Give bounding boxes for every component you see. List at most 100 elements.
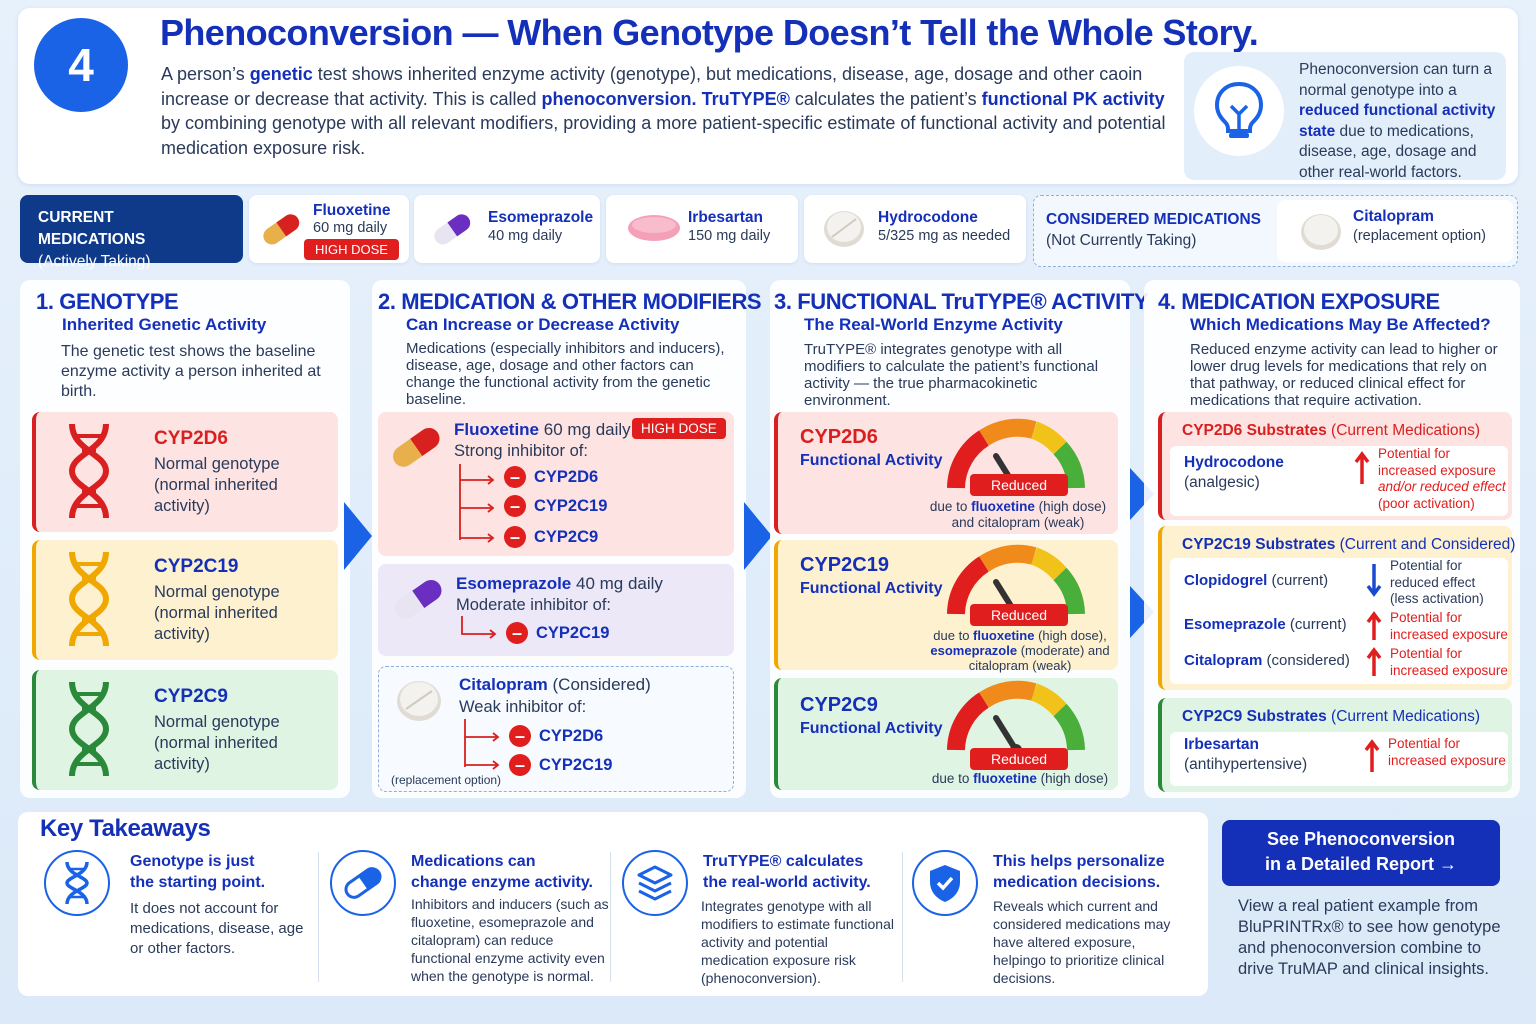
page-title: Phenoconversion — When Genotype Doesn’t … [160, 12, 1259, 53]
dna-icon [44, 850, 110, 916]
column-description: Medications (especially inhibitors and i… [406, 340, 725, 408]
drug-name: Citalopram (considered) [1184, 652, 1350, 669]
modifier-role: Strong inhibitor of: [454, 442, 588, 460]
med-name: Esomeprazole [488, 209, 594, 226]
column-description: TruTYPE® integrates genotype with all mo… [804, 341, 1099, 409]
drug-name: Hydrocodone [1184, 454, 1284, 471]
arrow-up-icon [1366, 647, 1382, 676]
step-number-badge: 4 [34, 18, 128, 112]
considered-medications-box: CONSIDERED MEDICATIONS (Not Currently Tak… [1033, 195, 1518, 267]
drug-name: Clopidogrel (current) [1184, 572, 1329, 589]
functional-card-cyp2c19: CYP2C19 Functional Activity Reduced due … [774, 540, 1118, 673]
flow-arrow-icon [744, 502, 772, 570]
functional-card-cyp2d6: CYP2D6 Functional Activity Reduced due t… [774, 412, 1118, 534]
med-card-fluoxetine[interactable]: Fluoxetine 60 mg daily HIGH DOSE [249, 195, 409, 263]
capsule-icon [395, 580, 442, 619]
gene-name: CYP2C9 [154, 686, 228, 707]
modifier-card-fluoxetine: Fluoxetine 60 mg daily HIGH DOSE Strong … [378, 412, 734, 556]
med-name: Irbesartan [688, 209, 763, 226]
arrow-up-icon [1364, 739, 1380, 772]
capsule-icon [393, 428, 440, 467]
reduced-status-badge: Reduced [970, 748, 1068, 770]
modifiers-column: 2. MEDICATION & OTHER MODIFIERS Can Incr… [372, 280, 762, 798]
minus-icon: – [509, 725, 531, 747]
enzyme-name: CYP2D6 [800, 426, 878, 448]
column-heading: 4. MEDICATION EXPOSURE [1158, 289, 1440, 314]
substrate-group-cyp2c19: CYP2C19 Substrates (Current and Consider… [1158, 526, 1516, 690]
functional-label: Functional Activity [800, 720, 943, 737]
column-heading: 1. GENOTYPE [36, 289, 179, 314]
med-dose: 60 mg daily [313, 220, 388, 236]
med-dose: 40 mg daily [488, 228, 563, 244]
substrate-row: Irbesartan (antihypertensive) Potential … [1170, 732, 1508, 786]
med-card-esomeprazole[interactable]: Esomeprazole 40 mg daily [414, 195, 600, 263]
column-heading: 2. MEDICATION & OTHER MODIFIERS [378, 289, 762, 314]
reduced-status-badge: Reduced [970, 474, 1068, 496]
modifier-name: Citalopram [459, 675, 548, 694]
minus-icon: – [504, 526, 526, 548]
column-subheading: Which Medications May Be Affected? [1190, 315, 1491, 334]
minus-icon: – [506, 622, 528, 644]
inhibited-enzyme: –CYP2D6 [504, 466, 598, 488]
substrate-group-cyp2c9: CYP2C9 Substrates (Current Medications) … [1158, 698, 1512, 792]
capsule-icon [434, 214, 471, 245]
minus-icon: – [509, 754, 531, 776]
substrate-group-title: CYP2C19 Substrates (Current and Consider… [1182, 536, 1516, 553]
gene-text: Normal genotype (normal inherited activi… [154, 455, 280, 515]
considered-sub: (Not Currently Taking) [1046, 232, 1197, 249]
modifier-role: Moderate inhibitor of: [456, 596, 612, 614]
substrate-group-cyp2d6: CYP2D6 Substrates (Current Medications) … [1158, 412, 1512, 520]
drug-class: (analgesic) [1184, 474, 1260, 491]
enzyme-name: CYP2C9 [800, 694, 878, 716]
takeaway-text: Integrates genotype with all modifiers t… [701, 898, 894, 986]
takeaway-text: It does not account for medications, dis… [130, 900, 304, 957]
column-subheading: The Real-World Enzyme Activity [804, 315, 1063, 334]
functional-label: Functional Activity [800, 580, 943, 597]
inhibited-enzyme: –CYP2C19 [509, 754, 612, 776]
dna-icon [68, 681, 110, 777]
med-card-citalopram[interactable]: Citalopram (replacement option) [1277, 200, 1513, 262]
tablet-icon [628, 215, 680, 241]
considered-label: CONSIDERED MEDICATIONS [1046, 211, 1262, 228]
divider [318, 852, 319, 982]
med-dose: (replacement option) [1353, 228, 1486, 244]
substrate-group-title: CYP2D6 Substrates (Current Medications) [1182, 422, 1481, 439]
arrow-up-icon [1354, 451, 1370, 484]
drug-name: Esomeprazole (current) [1184, 616, 1347, 633]
divider [902, 852, 903, 982]
tablet-icon [397, 681, 441, 721]
enzyme-name: CYP2C19 [800, 554, 889, 576]
med-name: Hydrocodone [878, 209, 978, 226]
med-name: Citalopram [1353, 208, 1434, 225]
gene-name: CYP2C19 [154, 556, 239, 577]
reduction-cause: due to fluoxetine (high dose) [931, 771, 1109, 786]
layers-icon [622, 850, 688, 916]
modifier-name: Fluoxetine [454, 420, 540, 439]
med-card-irbesartan[interactable]: Irbesartan 150 mg daily [606, 195, 798, 263]
high-dose-badge: HIGH DOSE [632, 418, 726, 439]
reduction-cause: due to fluoxetine (high dose) and citalo… [929, 499, 1107, 530]
branch-arrows-icon [464, 719, 500, 770]
medication-exposure-column: 4. MEDICATION EXPOSURE Which Medications… [1144, 280, 1520, 798]
modifier-card-esomeprazole: Esomeprazole 40 mg daily Moderate inhibi… [378, 564, 734, 656]
tablet-icon [824, 211, 864, 247]
key-takeaways-panel [18, 812, 1208, 996]
med-card-hydrocodone[interactable]: Hydrocodone 5/325 mg as needed [804, 195, 1026, 263]
modifier-card-citalopram: Citalopram (Considered) Weak inhibitor o… [378, 666, 734, 792]
tablet-icon [1301, 214, 1341, 250]
drug-name: Irbesartan [1184, 736, 1259, 753]
modifier-name: Esomeprazole [456, 574, 572, 593]
gene-text: Normal genotype (normal inherited activi… [154, 583, 280, 643]
inhibited-enzyme: –CYP2D6 [509, 725, 603, 747]
shield-check-icon [912, 850, 978, 916]
functional-label: Functional Activity [800, 452, 943, 469]
flow-arrow-icon [344, 502, 372, 570]
